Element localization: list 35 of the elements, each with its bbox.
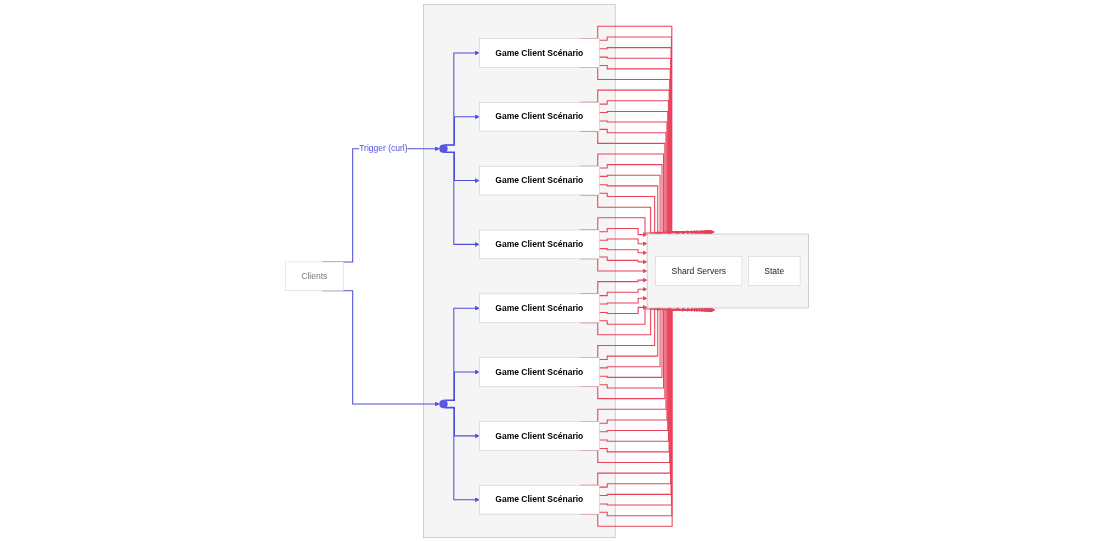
arrow xyxy=(598,307,698,389)
arrow xyxy=(598,248,647,256)
arrow xyxy=(444,369,480,402)
arrow xyxy=(598,305,648,315)
node-box: Game Client Scénario xyxy=(478,229,600,260)
arrow xyxy=(598,174,691,235)
node-box: Game Client Scénario xyxy=(478,38,600,68)
arrow xyxy=(443,152,480,247)
node-box: Game Client Scénario xyxy=(478,293,600,323)
node-box: Game Client Scénario xyxy=(478,357,600,387)
cluster xyxy=(422,4,615,538)
arrow xyxy=(443,50,480,146)
node-box: Clients xyxy=(284,261,344,291)
arrow xyxy=(598,286,647,297)
arrow xyxy=(598,295,647,305)
arrow xyxy=(443,407,480,503)
node-box: Game Client Scénario xyxy=(478,165,600,196)
node-box: Game Client Scénario xyxy=(478,421,600,451)
edge-label: Trigger (curl) xyxy=(358,143,408,153)
arrow xyxy=(598,192,681,236)
cluster xyxy=(646,233,809,309)
arrow xyxy=(598,256,647,265)
arrow xyxy=(444,114,480,146)
arrow xyxy=(598,307,691,369)
node-box: State xyxy=(747,256,800,286)
node-box: Game Client Scénario xyxy=(478,485,600,515)
node-circle xyxy=(438,399,448,409)
node-box: Game Client Scénario xyxy=(478,102,600,132)
arrow xyxy=(598,227,648,237)
arrow xyxy=(598,307,695,378)
arrow xyxy=(598,164,695,235)
node-circle xyxy=(438,144,448,153)
arrow xyxy=(598,238,647,247)
arrow xyxy=(443,305,480,401)
node-box: Shard Servers xyxy=(654,256,742,286)
